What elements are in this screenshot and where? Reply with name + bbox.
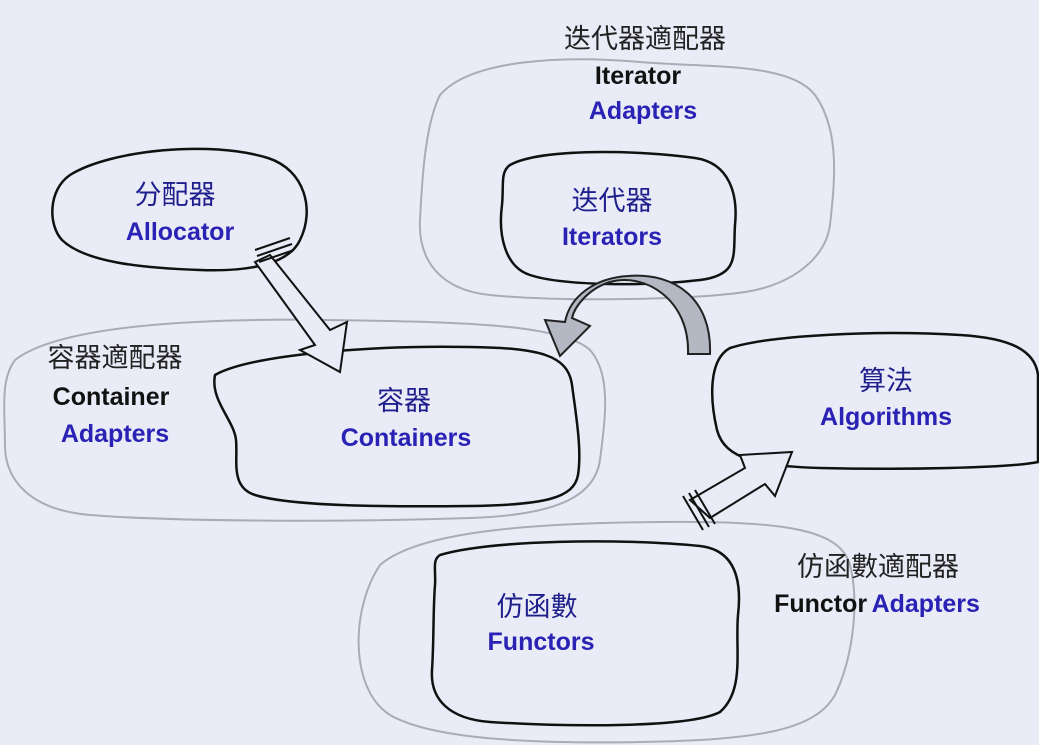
functor-adapters-en-part2: Adapters (871, 590, 980, 618)
functors-cn-label: 仿函數 (496, 592, 578, 623)
allocator-to-containers-arrow (253, 237, 349, 374)
algorithms-cn-label: 算法 (859, 366, 913, 397)
algorithms-cloud (710, 331, 1039, 470)
functor-adapters-cn-label: 仿函數適配器 (797, 552, 959, 583)
allocator-en-label: Allocator (125, 218, 235, 246)
iterators-en-label: Iterators (561, 223, 663, 251)
container-adapters-en-line1: Container (52, 383, 170, 411)
iterators-curved-arrow (543, 274, 712, 358)
functor-adapters-cloud (357, 520, 856, 744)
container-adapters-en-line2: Adapters (60, 420, 170, 448)
functor-adapters-en-label: Functor Adapters (774, 590, 980, 619)
iterator-adapters-cloud (418, 58, 836, 301)
functors-en-label: Functors (487, 628, 595, 656)
container-adapters-cn-label: 容器適配器 (47, 343, 183, 374)
allocator-cloud (51, 147, 308, 272)
containers-cloud (213, 345, 581, 508)
iterators-cn-label: 迭代器 (571, 186, 653, 217)
containers-cn-label: 容器 (377, 386, 431, 417)
iterators-cloud (499, 150, 737, 286)
iterator-adapters-en-line1: Iterator (594, 62, 682, 90)
containers-en-label: Containers (340, 424, 472, 452)
functor-adapters-en-part1: Functor (774, 590, 868, 618)
functors-to-algorithms-arrow (682, 450, 794, 531)
functors-cloud (430, 540, 741, 727)
iterator-adapters-en-line2: Adapters (588, 97, 698, 125)
iterator-adapters-cn-label: 迭代器適配器 (564, 24, 726, 55)
algorithms-en-label: Algorithms (820, 403, 952, 431)
allocator-cn-label: 分配器 (134, 180, 216, 211)
